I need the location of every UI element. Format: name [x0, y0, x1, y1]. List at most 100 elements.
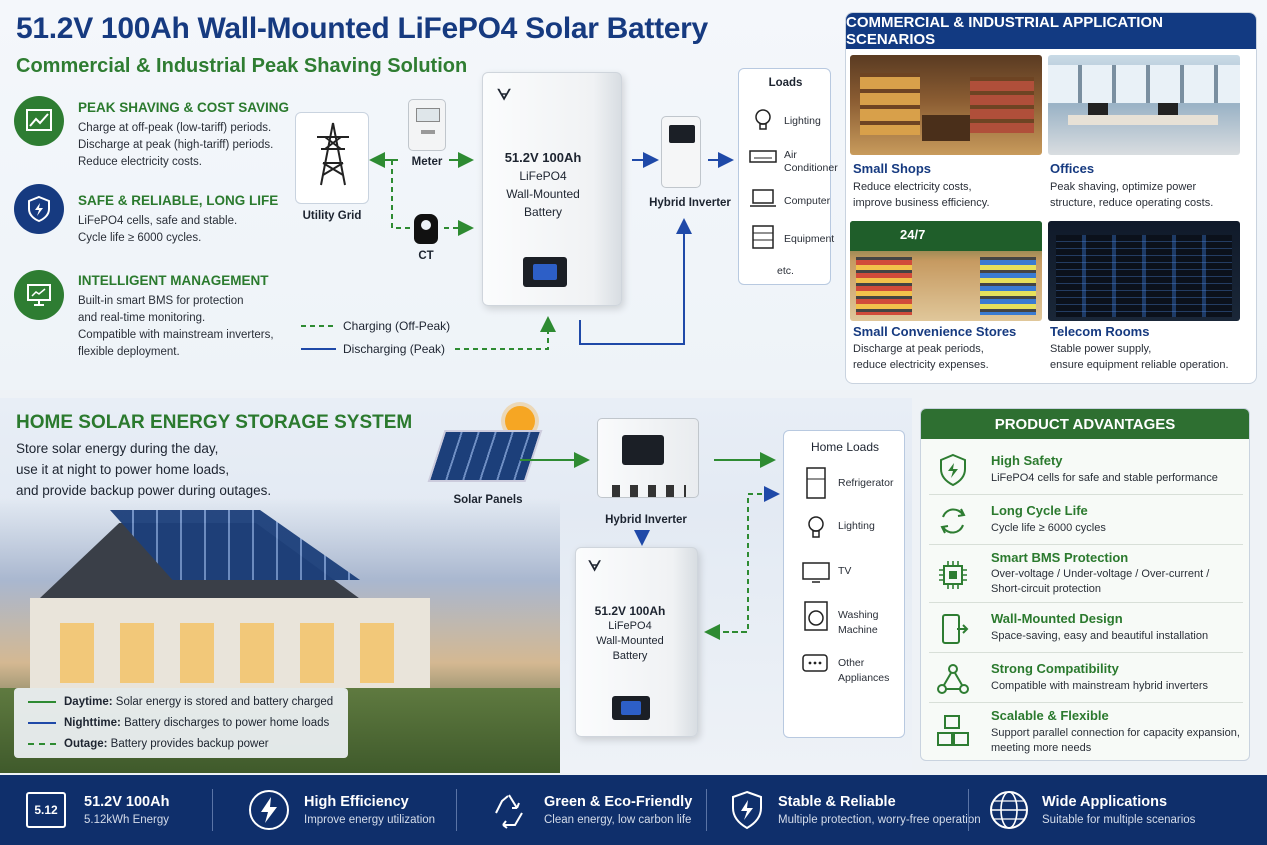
computer-icon	[750, 189, 776, 214]
load-label: Computer	[784, 195, 831, 207]
loads-title: Loads	[768, 77, 803, 89]
scenario-text: Reduce electricity costs,improve busines…	[853, 181, 990, 209]
battery-512-icon: 5.12	[26, 792, 66, 828]
shield-bolt-icon	[940, 453, 966, 487]
advantage-row: High Safety LiFePO4 cells for safe and s…	[929, 447, 1243, 495]
legend-discharging: Discharging (Peak)	[343, 342, 446, 356]
loads-panel: Loads Lighting Air Conditioner Computer …	[738, 68, 838, 285]
load-label: Equipment	[784, 233, 835, 245]
brand-logo-icon: ᗄ	[588, 558, 602, 574]
home-legend: Daytime: Solar energy is stored and batt…	[14, 688, 348, 758]
feature-text: Charge at off-peak (low-tariff) periods.…	[78, 122, 274, 168]
home-load-label: Lighting	[838, 520, 875, 532]
chart-up-icon	[14, 96, 64, 146]
tv-icon	[802, 559, 830, 588]
advantage-row: Smart BMS Protection Over-voltage / Unde…	[929, 547, 1243, 603]
advantage-row: Scalable & Flexible Support parallel con…	[929, 705, 1243, 759]
feature-title: INTELLIGENT MANAGEMENT	[78, 273, 269, 288]
network-icon	[937, 664, 969, 694]
scenario-text: Discharge at peak periods,reduce electri…	[853, 343, 989, 371]
feature-title: PEAK SHAVING & COST SAVING	[78, 100, 290, 115]
bolt-icon	[249, 790, 289, 830]
meter-label: Meter	[411, 156, 443, 168]
legend-daytime: Daytime: Solar energy is stored and batt…	[28, 696, 333, 708]
cycle-icon	[940, 508, 966, 534]
legend-charging: Charging (Off-Peak)	[343, 319, 451, 333]
scenario-title: Offices	[1050, 161, 1095, 176]
other-appliances-icon	[802, 653, 828, 678]
scenario-title: Small Shops	[853, 161, 932, 176]
load-label: Air Conditioner	[784, 149, 838, 174]
shield-bolt-icon	[732, 790, 762, 830]
globe-icon	[990, 791, 1028, 829]
refrigerator-icon	[806, 467, 826, 504]
legend-nighttime: Nighttime: Battery discharges to power h…	[28, 717, 329, 729]
feature-safe-reliable	[14, 184, 64, 234]
pylon-icon	[317, 122, 349, 186]
legend-outage: Outage: Battery provides backup power	[28, 738, 269, 750]
home-loads-panel: Home Loads Refrigerator Lighting TV Wash…	[783, 430, 905, 738]
inverter-unit	[661, 116, 701, 188]
product-advantages-panel: PRODUCT ADVANTAGES High Safety LiFePO4 c…	[920, 408, 1250, 761]
home-title: HOME SOLAR ENERGY STORAGE SYSTEM	[16, 412, 413, 433]
chip-icon	[939, 561, 967, 589]
utility-grid-card	[295, 112, 369, 204]
page-subtitle: Commercial & Industrial Peak Shaving Sol…	[16, 55, 468, 77]
battery-display	[523, 257, 567, 287]
bulb-icon	[751, 107, 775, 138]
advantage-row: Strong Compatibility Compatible with mai…	[929, 655, 1243, 703]
home-load-label: Other Appliances	[838, 657, 890, 684]
wall-mount-icon	[942, 614, 969, 644]
home-loads-title: Home Loads	[810, 440, 880, 454]
house-windows	[60, 623, 420, 683]
feature-intelligent	[14, 270, 64, 320]
ci-scenarios-panel: COMMERCIAL & INDUSTRIAL APPLICATION SCEN…	[845, 12, 1257, 384]
bulb-icon	[804, 513, 828, 546]
brand-logo-icon: ᗄ	[497, 87, 512, 104]
advantage-row: Wall-Mounted Design Space-saving, easy a…	[929, 605, 1243, 653]
scene-convenience-store: 24/7	[850, 221, 1042, 321]
modules-icon	[937, 715, 969, 746]
scenario-title: Small Convenience Stores	[853, 324, 1017, 339]
equipment-icon	[751, 225, 775, 254]
home-inverter-label: Hybrid Inverter	[605, 514, 687, 526]
home-description: Store solar energy during the day,use it…	[16, 441, 272, 498]
feature-text: LiFePO4 cells, safe and stable.Cycle lif…	[78, 215, 238, 244]
page-title: 51.2V 100Ah Wall-Mounted LiFePO4 Solar B…	[16, 12, 708, 45]
scenario-text: Stable power supply,ensure equipment rel…	[1050, 343, 1229, 371]
home-load-label: TV	[838, 565, 852, 577]
store-sign: 24/7	[900, 227, 926, 242]
home-load-label: Refrigerator	[838, 477, 894, 489]
advantages-heading: PRODUCT ADVANTAGES	[921, 409, 1249, 439]
scenario-title: Telecom Rooms	[1050, 324, 1150, 339]
ci-flow-arrows	[301, 152, 734, 350]
ct-label: CT	[418, 250, 434, 262]
battery-label: 51.2V 100Ah LiFePO4 Wall-Mounted Battery	[504, 150, 582, 219]
feature-title: SAFE & RELIABLE, LONG LIFE	[78, 193, 279, 208]
advantage-row: Long Cycle Life Cycle life ≥ 6000 cycles	[929, 497, 1243, 545]
scene-telecom-room	[1048, 221, 1240, 321]
battery-display	[612, 696, 650, 720]
loads-more: etc.	[777, 265, 794, 277]
feature-peak-shaving	[14, 96, 64, 146]
ct-clamp-icon	[414, 214, 438, 244]
home-load-label: Washing Machine	[838, 609, 879, 636]
meter-icon	[408, 99, 446, 151]
load-label: Lighting	[784, 115, 821, 127]
battery-label: 51.2V 100Ah LiFePO4 Wall-Mounted Battery	[594, 604, 666, 662]
battery-unit: ᗄ 51.2V 100Ah LiFePO4 Wall-Mounted Batte…	[482, 72, 622, 306]
shield-bolt-icon	[14, 184, 64, 234]
recycle-icon	[495, 794, 523, 829]
inverter-label: Hybrid Inverter	[649, 197, 731, 209]
solar-panels-label: Solar Panels	[453, 494, 523, 506]
utility-grid-label: Utility Grid	[302, 210, 362, 222]
ci-scenarios-heading: COMMERCIAL & INDUSTRIAL APPLICATION SCEN…	[846, 13, 1256, 49]
home-flow-arrows	[520, 452, 780, 640]
